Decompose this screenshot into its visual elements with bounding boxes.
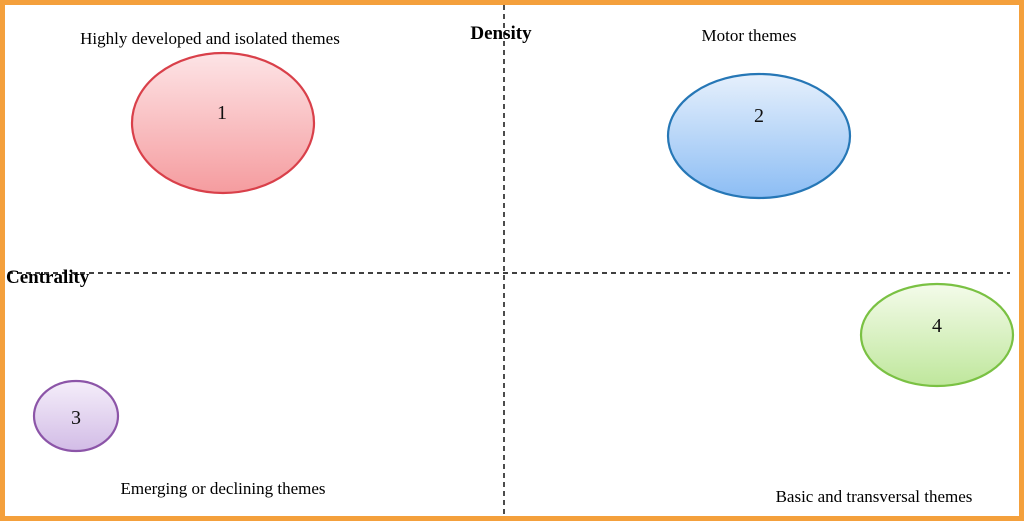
bubble-3-number: 3 — [71, 407, 81, 429]
bubble-4-number: 4 — [932, 315, 942, 337]
bubble-2-number: 2 — [754, 105, 764, 127]
theme-bubble-2: 2 — [666, 72, 852, 200]
quadrant-label-top-right: Motor themes — [702, 26, 797, 45]
quadrant-label-bottom-left: Emerging or declining themes — [120, 479, 325, 498]
quadrant-label-bottom-right: Basic and transversal themes — [776, 487, 973, 506]
quadrant-label-top-left: Highly developed and isolated themes — [80, 29, 340, 48]
bubble-4-shape — [859, 282, 1015, 388]
theme-bubble-3: 3 — [32, 379, 120, 453]
theme-bubble-4: 4 — [859, 282, 1015, 388]
centrality-axis-label: Centrality — [6, 267, 90, 288]
bubble-2-shape — [666, 72, 852, 200]
bubble-1-shape — [130, 51, 316, 195]
theme-bubble-1: 1 — [130, 51, 316, 195]
bubble-3-shape — [32, 379, 120, 453]
bubble-1-number: 1 — [217, 102, 227, 124]
density-axis-label: Density — [470, 23, 532, 44]
